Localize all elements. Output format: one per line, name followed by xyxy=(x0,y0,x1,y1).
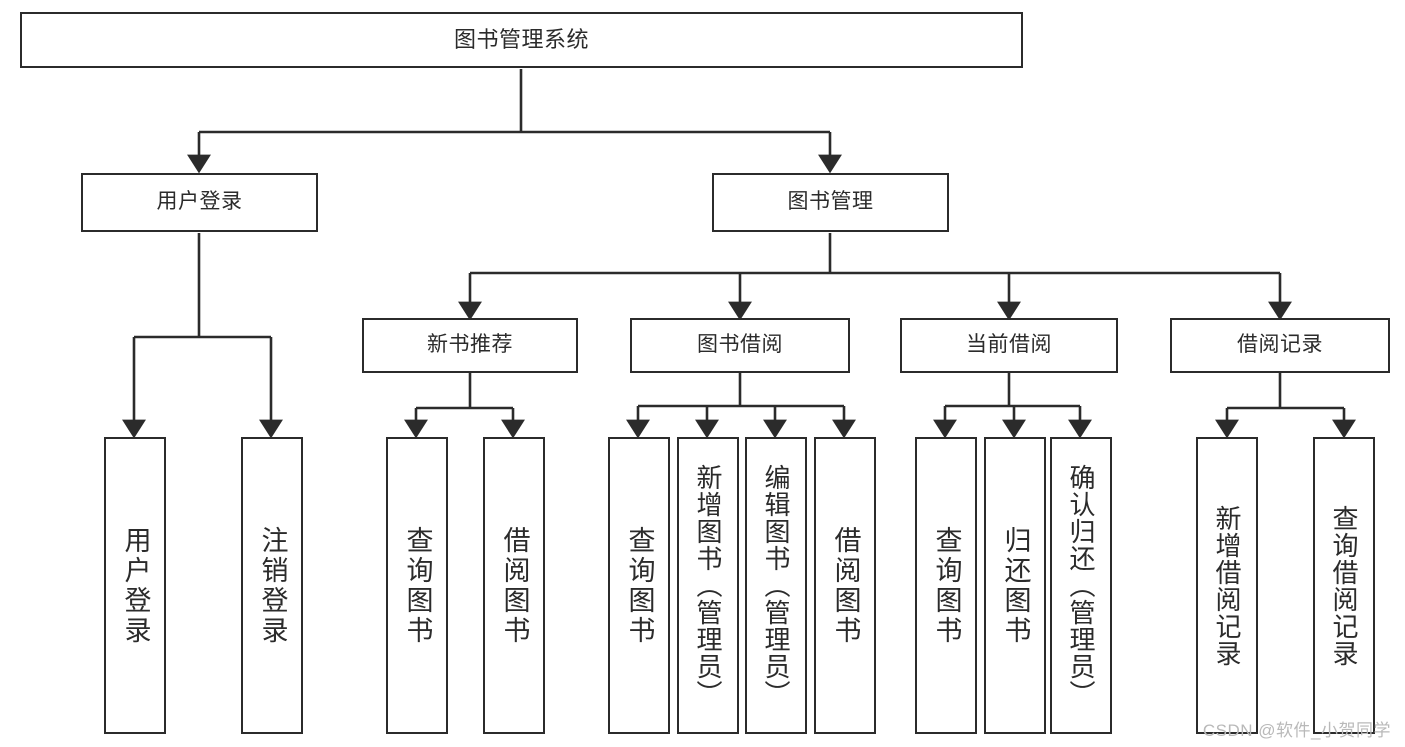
node-label: 借阅图书 xyxy=(830,525,861,646)
leaf-user-login-logout[interactable]: 注销登录 xyxy=(241,437,303,734)
leaf-current-query-book[interactable]: 查询图书 xyxy=(915,437,977,734)
watermark-text: CSDN @软件_小贺同学 xyxy=(1202,721,1391,740)
leaf-current-return-book[interactable]: 归还图书 xyxy=(984,437,1046,734)
node-label: 新增借阅记录 xyxy=(1212,504,1242,667)
node-label: 查询图书 xyxy=(931,525,962,646)
node-new-book-recommend[interactable]: 新书推荐 xyxy=(362,318,578,373)
node-user-login[interactable]: 用户登录 xyxy=(81,173,318,232)
node-label: 编辑图书（管理员） xyxy=(761,464,791,707)
node-label: 注销登录 xyxy=(257,525,288,646)
node-label: 新增图书（管理员） xyxy=(693,464,723,707)
node-current-borrow[interactable]: 当前借阅 xyxy=(900,318,1118,373)
node-label: 用户登录 xyxy=(120,525,151,646)
node-book-borrow[interactable]: 图书借阅 xyxy=(630,318,850,373)
node-borrow-records[interactable]: 借阅记录 xyxy=(1170,318,1390,373)
node-label: 当前借阅 xyxy=(966,333,1052,357)
node-label: 图书管理 xyxy=(787,190,874,214)
node-label: 查询图书 xyxy=(624,525,655,646)
node-label: 查询借阅记录 xyxy=(1329,504,1359,667)
leaf-borrow-edit-book-admin[interactable]: 编辑图书（管理员） xyxy=(745,437,807,734)
node-label: 确认归还（管理员） xyxy=(1066,464,1096,707)
node-label: 查询图书 xyxy=(402,525,433,646)
node-label: 图书管理系统 xyxy=(453,27,589,53)
leaf-borrow-borrow-book[interactable]: 借阅图书 xyxy=(814,437,876,734)
node-root-book-management-system[interactable]: 图书管理系统 xyxy=(20,12,1023,68)
leaf-new-books-query[interactable]: 查询图书 xyxy=(386,437,448,734)
leaf-borrow-query-book[interactable]: 查询图书 xyxy=(608,437,670,734)
leaf-user-login-login[interactable]: 用户登录 xyxy=(104,437,166,734)
node-label: 图书借阅 xyxy=(697,333,783,357)
leaf-records-add-record[interactable]: 新增借阅记录 xyxy=(1196,437,1258,734)
leaf-borrow-add-book-admin[interactable]: 新增图书（管理员） xyxy=(677,437,739,734)
node-label: 用户登录 xyxy=(156,190,243,214)
node-label: 归还图书 xyxy=(1000,525,1031,646)
node-label: 借阅图书 xyxy=(499,525,530,646)
node-book-management[interactable]: 图书管理 xyxy=(712,173,949,232)
leaf-records-query-record[interactable]: 查询借阅记录 xyxy=(1313,437,1375,734)
leaf-new-books-borrow[interactable]: 借阅图书 xyxy=(483,437,545,734)
node-label: 借阅记录 xyxy=(1237,333,1323,357)
node-label: 新书推荐 xyxy=(427,333,513,357)
leaf-current-confirm-return-admin[interactable]: 确认归还（管理员） xyxy=(1050,437,1112,734)
